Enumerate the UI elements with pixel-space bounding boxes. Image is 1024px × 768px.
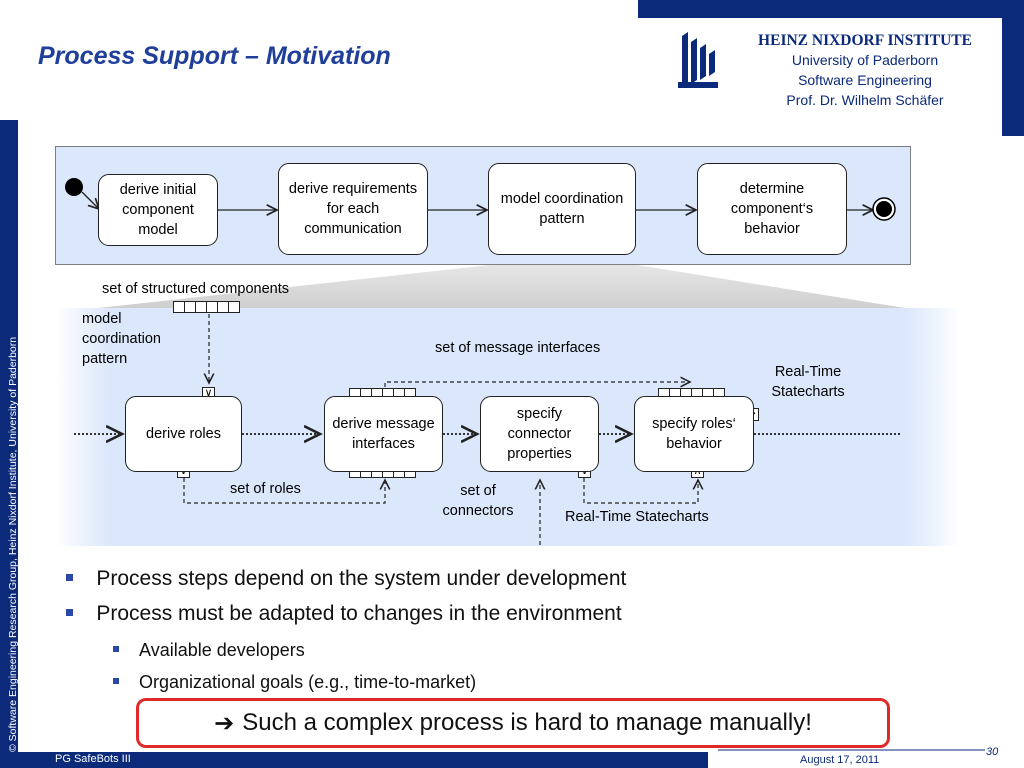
- structured-components-pin: [173, 301, 240, 313]
- institute-name: HEINZ NIXDORF INSTITUTE: [758, 32, 972, 49]
- step-derive-roles: derive roles: [125, 396, 242, 472]
- label-model-coordination-pattern: model coordination pattern: [82, 311, 161, 367]
- start-node: [65, 178, 83, 196]
- bullet-item: Process must be adapted to changes in th…: [66, 602, 622, 626]
- bullet-square-icon: [66, 573, 73, 581]
- bullet-item: Process steps depend on the system under…: [66, 567, 626, 591]
- callout-text: Such a complex process is hard to manage…: [242, 709, 812, 736]
- conclusion-callout: ➔ Such a complex process is hard to mana…: [136, 698, 890, 748]
- label-structured-components: set of structured components: [102, 281, 289, 297]
- institute-department: Software Engineering: [798, 72, 932, 88]
- step-derive-requirements: derive requirements for each communicati…: [278, 163, 428, 255]
- right-arrow-icon: ➔: [214, 709, 235, 737]
- institute-logo: [678, 32, 718, 88]
- step-determine-component-behavior: determine component‘s behavior: [697, 163, 847, 255]
- label-message-interfaces: set of message interfaces: [435, 340, 601, 356]
- bullet-square-icon: [113, 646, 119, 653]
- slide-title: Process Support – Motivation: [38, 42, 391, 70]
- step-derive-initial-component-model: derive initial component model: [98, 174, 218, 246]
- step-specify-connector-properties: specify connector properties: [480, 396, 599, 472]
- institute-university: University of Paderborn: [791, 52, 939, 68]
- bullet-square-icon: [113, 678, 119, 685]
- sub-bullet-item: Available developers: [113, 640, 305, 661]
- step-specify-roles-behavior: specify roles‘ behavior: [634, 396, 754, 472]
- label-set-of-connectors: set of connectors: [442, 483, 514, 519]
- step-derive-message-interfaces: derive message interfaces: [324, 396, 443, 472]
- step-model-coordination-pattern: model coordination pattern: [488, 163, 636, 255]
- label-realtime-statecharts-top: Real-Time Statecharts: [771, 364, 845, 400]
- page-number: 30: [986, 746, 999, 758]
- label-set-of-roles: set of roles: [230, 481, 301, 497]
- footer-date: August 17, 2011: [800, 754, 880, 766]
- bullet-square-icon: [66, 608, 73, 616]
- sub-bullet-item: Organizational goals (e.g., time-to-mark…: [113, 672, 476, 693]
- label-realtime-statecharts-bottom: Real-Time Statecharts: [565, 509, 709, 525]
- footer-course: PG SafeBots III: [55, 753, 131, 765]
- institute-professor: Prof. Dr. Wilhelm Schäfer: [786, 92, 944, 108]
